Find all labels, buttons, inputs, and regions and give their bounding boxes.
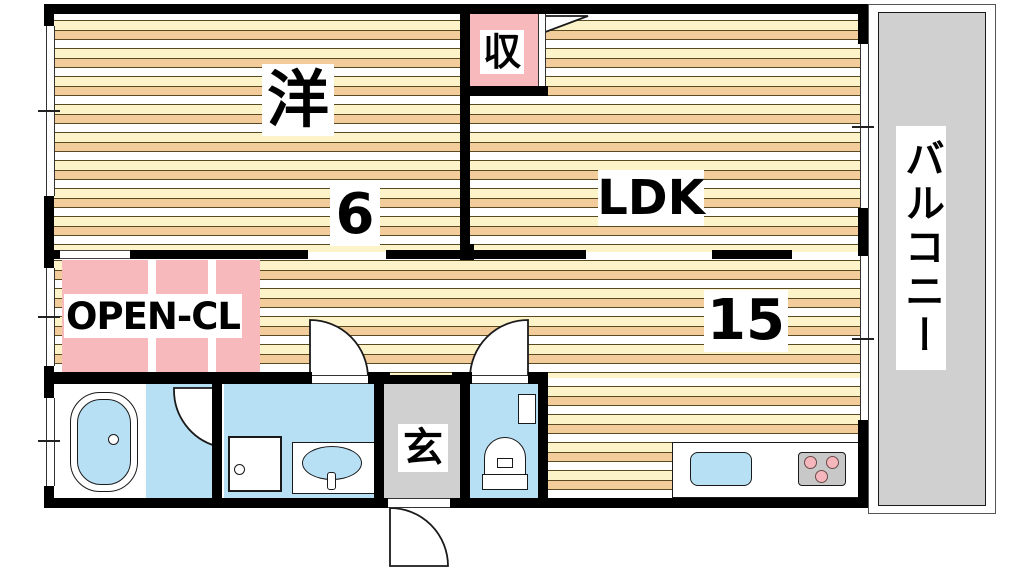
- balcony-slider-bot-tick: [852, 338, 874, 340]
- washroom-top-opening: [312, 375, 368, 384]
- wall-toilet-ldk-divider: [538, 375, 548, 508]
- wall-header-ldk-right: [712, 250, 792, 259]
- wall-right-exterior-b: [858, 208, 868, 256]
- kitchen-sink: [690, 452, 752, 486]
- wall-closet-bottom: [460, 86, 548, 96]
- wall-header-ldk-left: [386, 250, 586, 259]
- closet-sash: [538, 14, 546, 86]
- wall-right-exterior-c: [858, 420, 868, 508]
- balcony-slider-top-tick: [852, 126, 874, 128]
- toilet-door-swing[interactable]: [469, 319, 529, 379]
- wall-right-exterior-a: [858, 4, 868, 44]
- window-left-mid-tick: [38, 316, 60, 318]
- wall-bath-washroom-divider: [212, 375, 222, 508]
- stove-burner-1-icon: [804, 456, 817, 469]
- entrance-door-swing[interactable]: [389, 507, 449, 567]
- wall-top-exterior: [44, 4, 868, 14]
- window-left-lower-tick: [38, 440, 60, 442]
- wall-genkan-toilet-divider: [460, 375, 470, 508]
- open-closet-door-gap: [60, 250, 130, 259]
- bathtub-basin: [77, 399, 131, 485]
- label-open-closet: OPEN-CL: [64, 294, 242, 338]
- window-left-upper-tick: [38, 110, 60, 112]
- window-left-lower[interactable]: [46, 398, 55, 486]
- stove-burner-2-icon: [826, 456, 839, 469]
- wall-pier-center: [465, 244, 474, 260]
- toilet-paper-holder: [518, 394, 536, 424]
- washer-drain: [234, 464, 245, 475]
- label-ldk-size: 15: [704, 290, 788, 352]
- label-ldk: LDK: [597, 170, 705, 226]
- wall-washroom-genkan-divider: [374, 375, 384, 508]
- wall-open-closet-top: [52, 250, 60, 259]
- toilet-tank: [482, 474, 528, 490]
- room-western-style-floor: [52, 12, 460, 252]
- washroom-door-swing[interactable]: [309, 319, 369, 379]
- label-storage-closet: 収: [480, 30, 524, 74]
- vanity-faucet: [327, 472, 336, 490]
- stove-burner-3-icon: [815, 470, 828, 483]
- label-balcony: バルコニー: [896, 126, 946, 370]
- toilet-top-opening: [472, 375, 528, 384]
- bathtub-drain: [108, 434, 119, 445]
- toilet-seat-notch: [497, 458, 513, 468]
- wall-left-exterior-a: [44, 4, 54, 26]
- entrance-threshold: [388, 498, 450, 508]
- bathroom-door-swing[interactable]: [173, 387, 217, 448]
- closet-door-flap[interactable]: [539, 15, 589, 36]
- wall-left-exterior-b: [44, 196, 54, 268]
- wall-partition-bedroom-ldk: [460, 4, 470, 260]
- wall-bath-block-ceiling: [44, 375, 548, 384]
- label-western-style-room: 洋: [262, 64, 334, 136]
- wall-header-open-closet: [130, 250, 308, 259]
- wall-bottom-exterior: [44, 498, 868, 508]
- wall-left-exterior-d: [44, 486, 54, 508]
- label-western-style-size: 6: [330, 184, 380, 246]
- label-entrance: 玄: [398, 424, 448, 472]
